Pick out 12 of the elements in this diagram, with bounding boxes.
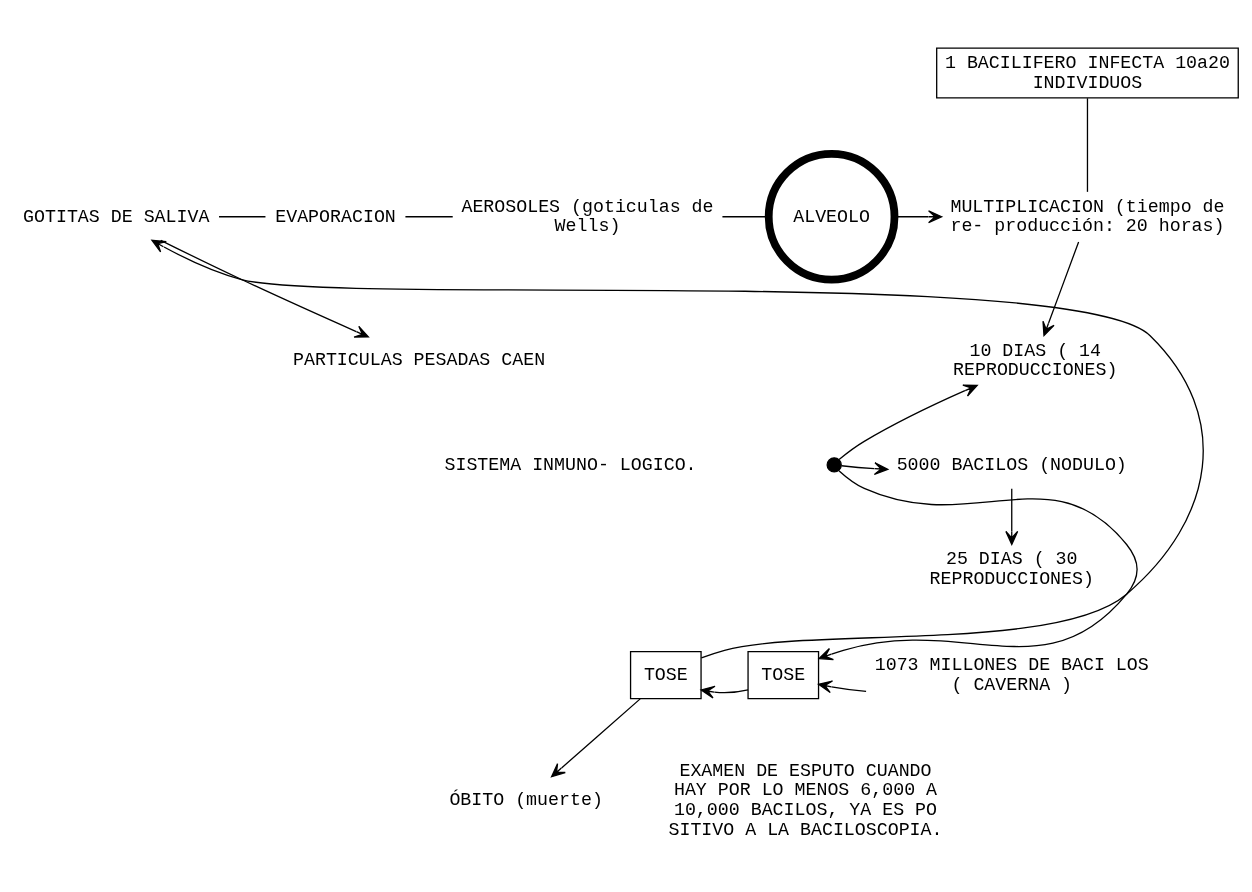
node-text: PARTICULAS PESADAS CAEN: [293, 349, 546, 370]
node-text: MULTIPLICACION (tiempo de re- producción: 20 horas): [950, 196, 1225, 236]
node-text: GOTITAS DE SALIVA: [23, 206, 210, 227]
label: EXAMEN DE ESPUTO CUANDO HAY POR LO MENOS 6,000 A 10,000 BACILOS, YA ES PO SITIVO A LA BACILOSCOPIA.: [668, 760, 943, 840]
node-text: ÓBITO (muerte): [449, 789, 603, 810]
node-text: 10 DIAS ( 14 REPRODUCCIONES): [953, 340, 1118, 380]
node-text: AEROSOLES (goticulas de Wells): [461, 196, 714, 236]
node-text: 25 DIAS ( 30 REPRODUCCIONES): [929, 548, 1094, 589]
node-text: EVAPORACION: [275, 206, 396, 227]
node-text: 1073 MILLONES DE BACI LOS ( CAVERNA ): [874, 654, 1149, 695]
node-text: SISTEMA INMUNO- LOGICO.: [444, 454, 697, 475]
node-text: 5000 BACILOS (NODULO): [896, 454, 1127, 475]
